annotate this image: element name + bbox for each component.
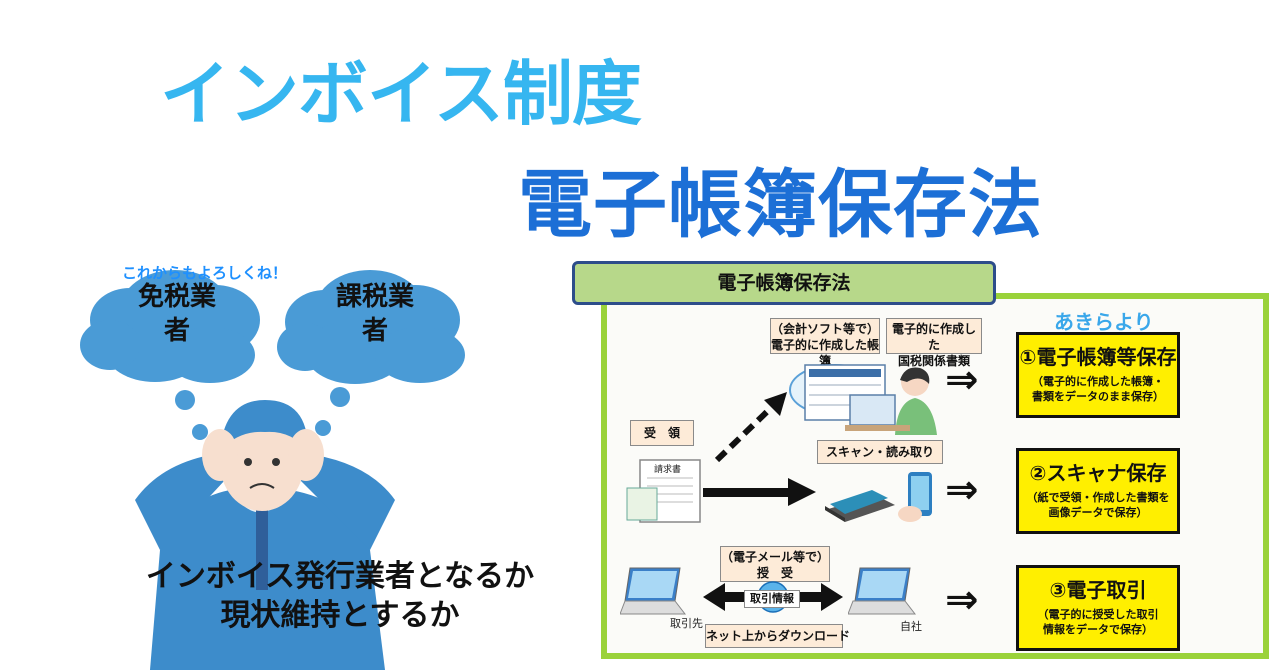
solid-arrow-icon	[703, 478, 816, 506]
cloud-left-shape	[80, 270, 260, 383]
label-email: （電子メール等で） 授 受	[720, 546, 830, 582]
cloud-right-label: 課税業 者	[335, 282, 414, 346]
diagram-header: 電子帳簿保存法	[572, 261, 996, 305]
label-scan: スキャン・読み取り	[817, 440, 943, 464]
worried-person-illustration	[80, 270, 465, 670]
label-download: ネット上からダウンロード	[705, 624, 850, 648]
label-partner: 取引先	[670, 617, 703, 630]
worker-at-desk-icon	[845, 367, 937, 435]
box-scanner: ②スキャナ保存 （紙で受領・作成した書類を 画像データで保存）	[1016, 448, 1180, 534]
cloud-left-label: 免税業 者	[137, 282, 216, 346]
caption-line-2: 現状維持とするか	[220, 598, 460, 633]
title-invoice-system: インボイス制度	[160, 53, 642, 135]
paper-document-icon	[626, 459, 701, 523]
label-trade-info: 取引情報	[744, 590, 800, 608]
label-national-tax-docs: 電子的に作成した 国税関係書類	[886, 318, 982, 368]
box-electronic-transactions: ③電子取引 （電子的に授受した取引 情報をデータで保存）	[1016, 565, 1180, 651]
box2-title: ②スキャナ保存	[1029, 461, 1167, 485]
label-self: 自社	[900, 620, 922, 633]
double-arrow-2-icon: ⇒	[945, 467, 979, 513]
cloud-right-shape	[277, 270, 465, 384]
caption-line-1: インボイス発行業者となるか	[145, 559, 535, 594]
box3-desc: （電子的に授受した取引 情報をデータで保存）	[1037, 608, 1159, 636]
box-electronic-books: ①電子帳簿等保存 （電子的に作成した帳簿・ 書類をデータのまま保存）	[1016, 332, 1180, 418]
self-laptop-icon	[848, 567, 917, 615]
scanner-and-phone-icon	[825, 472, 932, 522]
tiny-greeting-text: これからもよろしくね！	[122, 264, 288, 282]
doc-title: 請求書	[654, 465, 682, 475]
box1-title: ①電子帳簿等保存	[1019, 345, 1177, 369]
box1-desc: （電子的に作成した帳簿・ 書類をデータのまま保存）	[1032, 375, 1164, 403]
label-receive: 受 領	[630, 420, 694, 446]
credit-text: あきらより	[1054, 310, 1154, 334]
double-arrow-1-icon: ⇒	[945, 357, 979, 403]
label-accounting-books: （会計ソフト等で） 電子的に作成した帳簿	[770, 318, 880, 368]
double-arrow-3-icon: ⇒	[945, 577, 979, 623]
box3-title: ③電子取引	[1049, 578, 1147, 602]
box2-desc: （紙で受領・作成した書類を 画像データで保存）	[1026, 491, 1170, 519]
partner-laptop-icon	[620, 567, 687, 615]
person-figure	[135, 400, 395, 670]
title-electronic-books-law: 電子帳簿保存法	[518, 162, 1043, 248]
dashed-arrow-icon	[714, 392, 787, 463]
